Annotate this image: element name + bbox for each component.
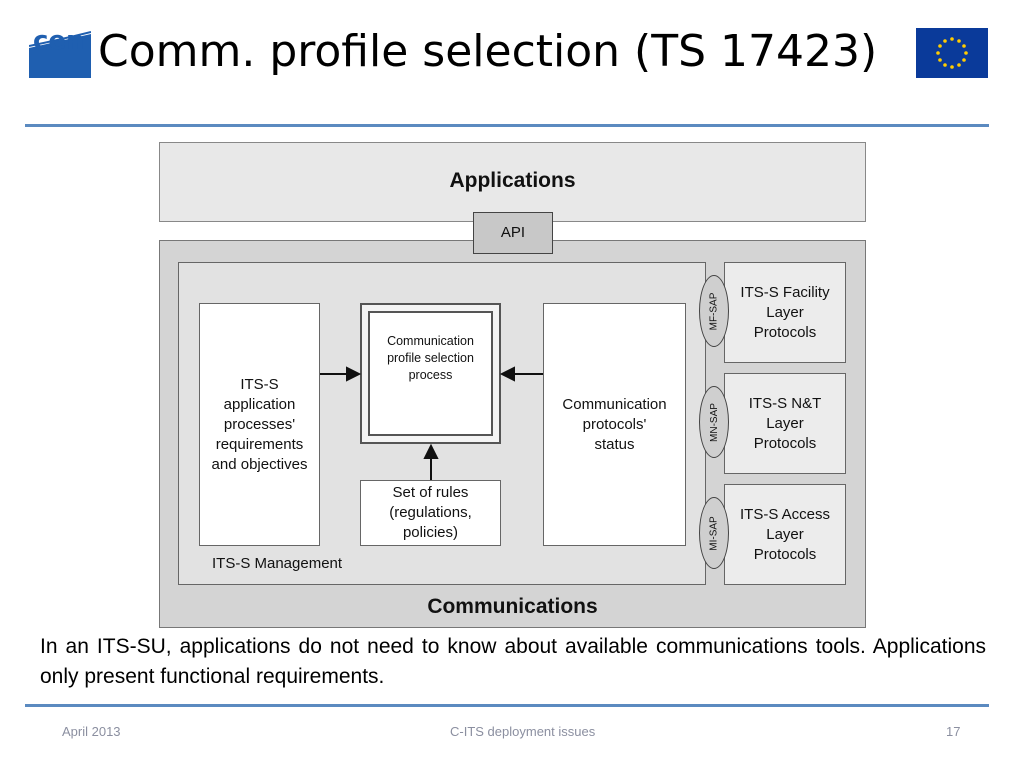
cen-logo-text: cen [33, 26, 85, 56]
footer-center-text: C-ITS deployment issues [450, 724, 596, 739]
eu-flag-icon [916, 28, 988, 78]
nt-layer-box: ITS-S N&T Layer Protocols [724, 373, 846, 474]
arrow-left-icon [499, 366, 515, 382]
arrow-up-icon [423, 443, 439, 459]
body-paragraph: In an ITS-SU, applications do not need t… [40, 635, 986, 688]
communications-label: Communications [427, 595, 598, 618]
arrows [320, 366, 543, 480]
mi-sap: MI-SAP [699, 497, 729, 569]
applications-label: Applications [449, 169, 576, 192]
footer-date: April 2013 [62, 724, 121, 739]
rules-box: Set of rules (regulations, policies) [360, 480, 501, 546]
api-box: API [473, 212, 553, 254]
selection-process-box: Communication profile selection process [360, 303, 501, 444]
facility-layer-text: ITS-S Facility Layer Protocols [740, 283, 830, 341]
page-number: 17 [946, 724, 961, 739]
nt-layer-text: ITS-S N&T Layer Protocols [748, 394, 822, 452]
diagram: Applications Communications API ITS-S Ma… [159, 142, 866, 628]
page-title: Comm. profile selection (TS 17423) [98, 26, 878, 77]
arrow-right-icon [346, 366, 362, 382]
rules-text: Set of rules (regulations, policies) [389, 484, 472, 541]
access-layer-text: ITS-S Access Layer Protocols [739, 505, 831, 563]
applications-panel: Applications [159, 142, 866, 222]
header-divider [25, 124, 989, 127]
protocols-status-box: Communication protocols' status [543, 303, 686, 546]
its-app-text: ITS-S application processes' requirement… [211, 375, 308, 473]
selection-process-text: Communication profile selection process [387, 334, 474, 382]
access-layer-box: ITS-S Access Layer Protocols [724, 484, 846, 585]
protocols-status-text: Communication protocols' status [562, 395, 667, 453]
mf-sap: MF-SAP [699, 275, 729, 347]
mn-sap: MN-SAP [699, 386, 729, 458]
its-app-box: ITS-S application processes' requirement… [199, 303, 320, 546]
footer-divider [25, 704, 989, 707]
api-label: API [500, 224, 526, 241]
cen-logo: cen [28, 26, 92, 78]
management-label: ITS-S Management [212, 555, 343, 572]
facility-layer-box: ITS-S Facility Layer Protocols [724, 262, 846, 363]
